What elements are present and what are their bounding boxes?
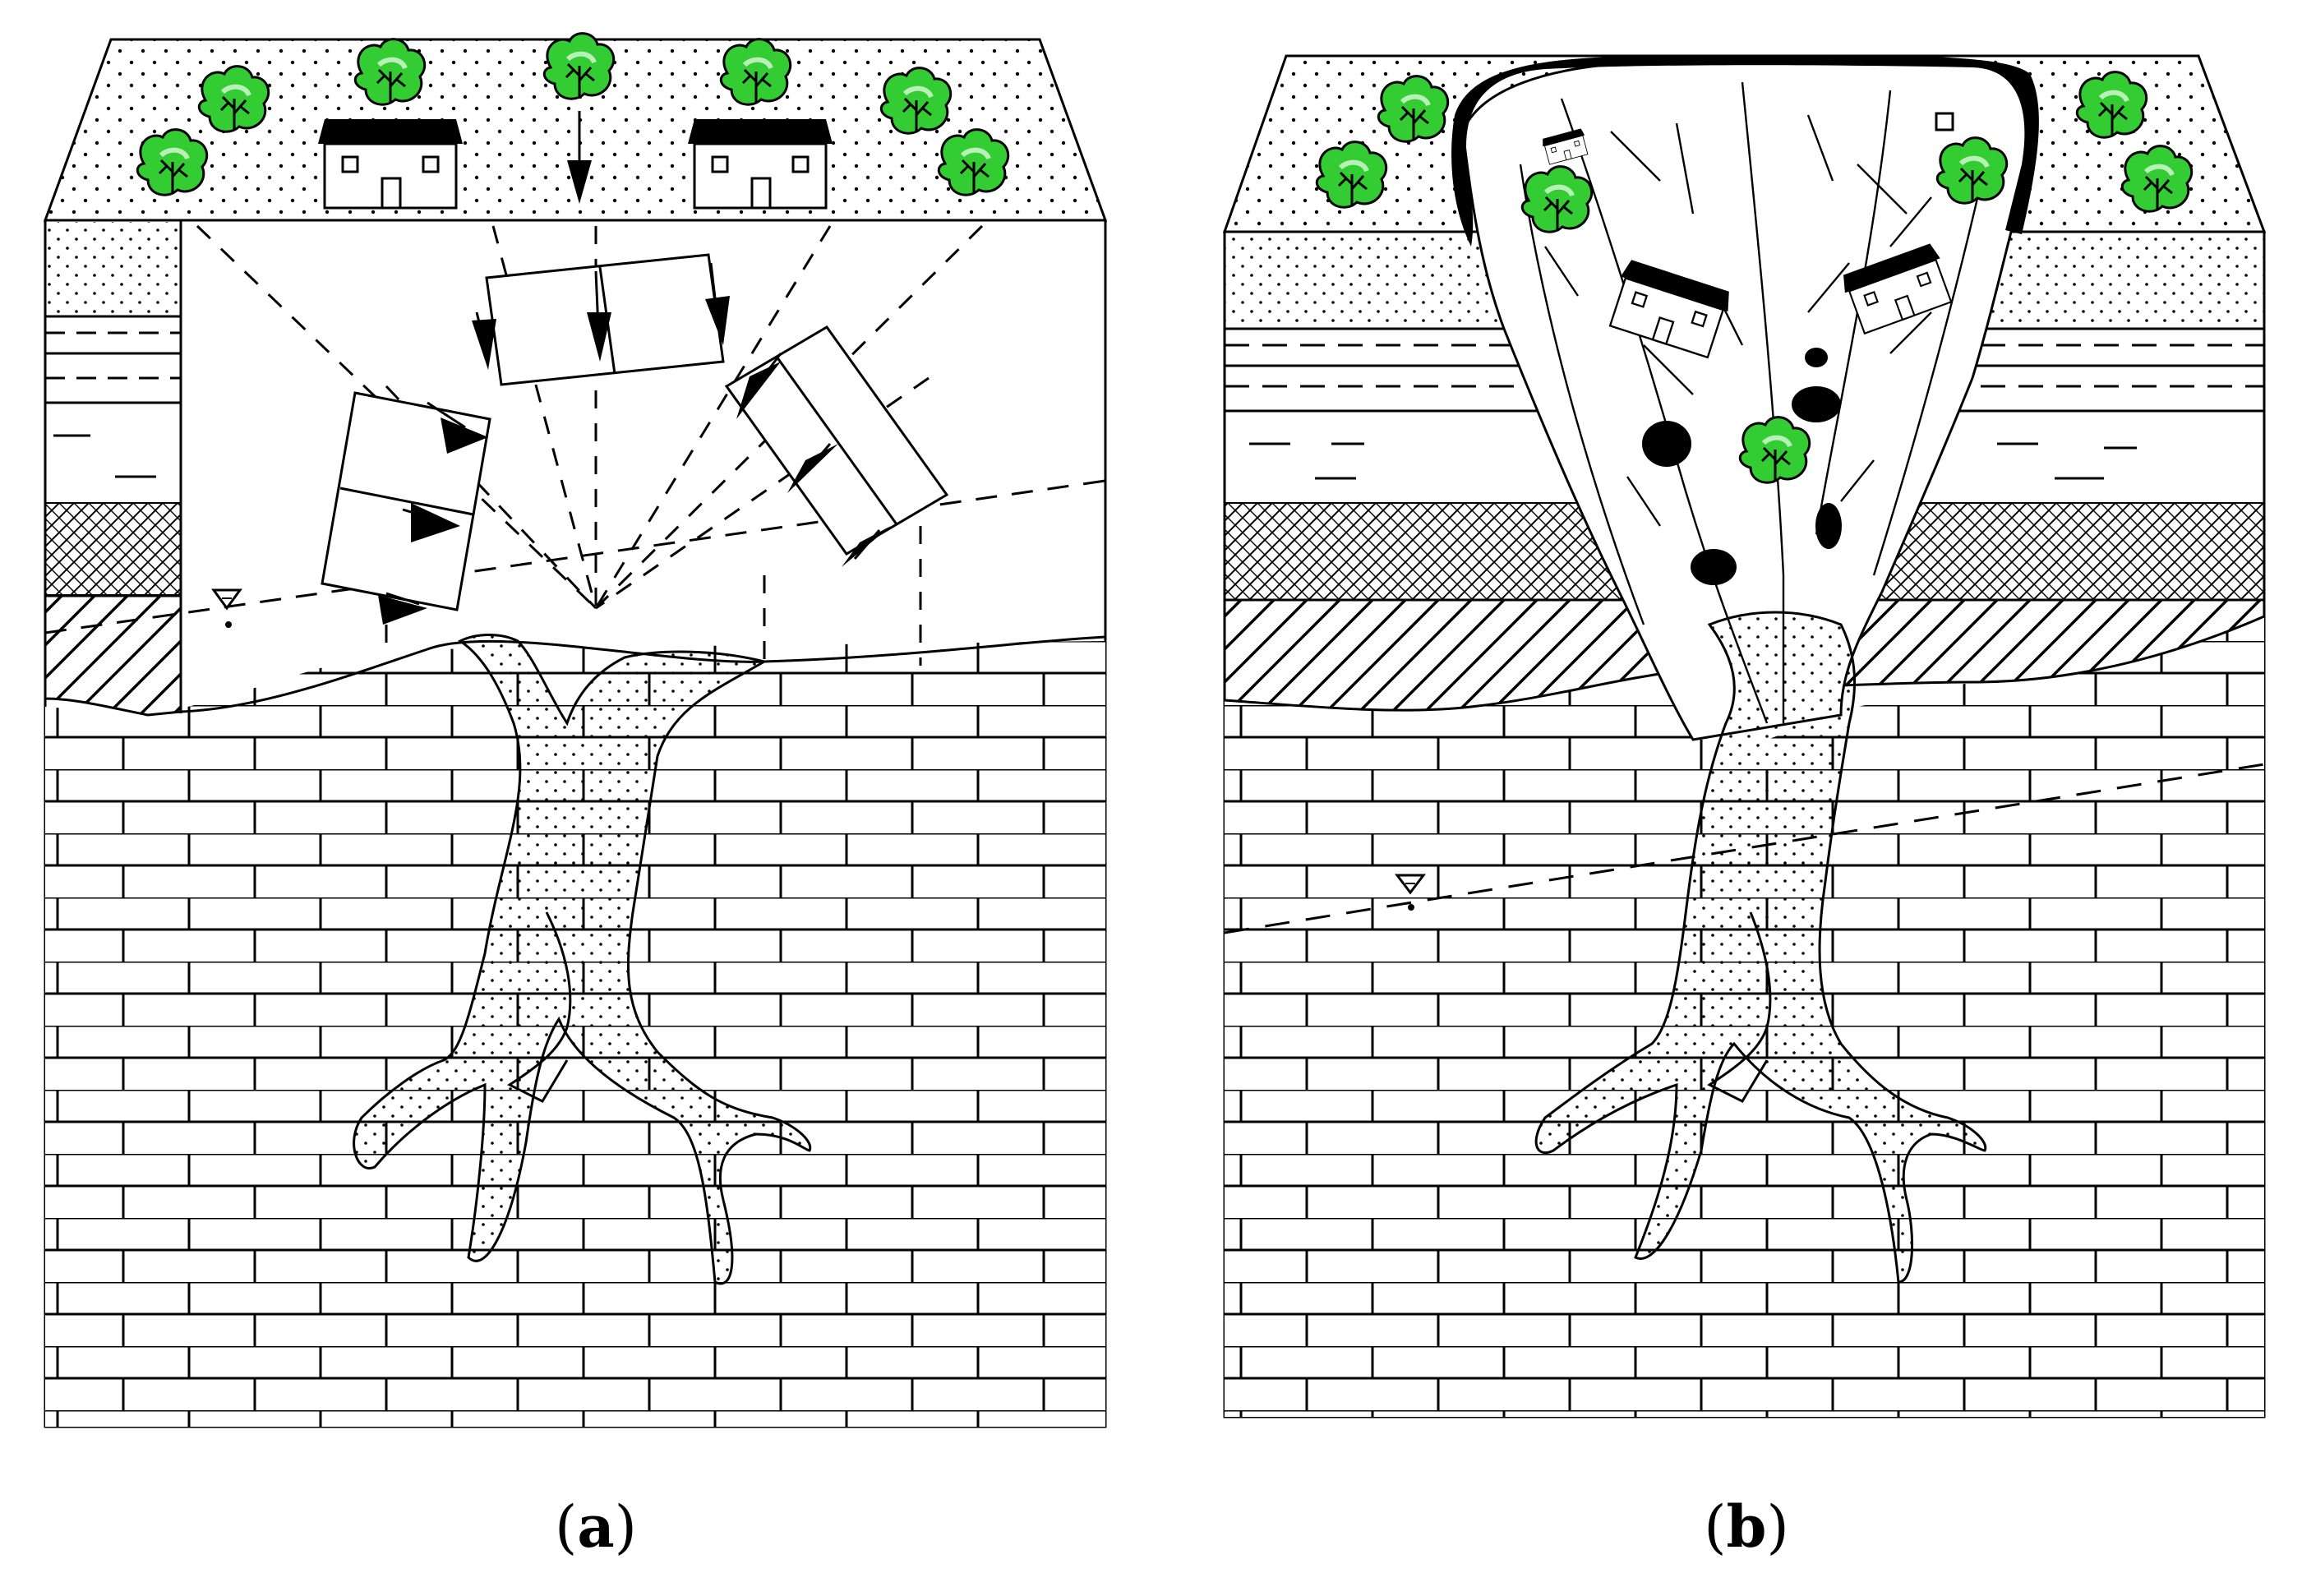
- water-table-icon: [1394, 874, 1427, 911]
- clay-lines-a: [45, 315, 181, 478]
- panel-a-label: a: [577, 1492, 615, 1561]
- silt-layer-a: [44, 502, 182, 596]
- water-table-b: [1224, 763, 2265, 934]
- panel-a-caption: (a): [555, 1492, 637, 1561]
- stress-arrow-icon: [567, 111, 592, 204]
- stress-block-top-a: [472, 253, 730, 386]
- karst-conduit-a: [353, 634, 812, 1285]
- cavity-outline-a: [180, 635, 1106, 713]
- sinkhole-rim-b: [1451, 54, 2039, 247]
- panel-a: [43, 34, 1108, 1428]
- house-icon: [316, 118, 464, 210]
- clay-wedge-a: [44, 594, 182, 717]
- panel-b: [1222, 54, 2267, 1418]
- boulder-icon: [1642, 348, 1842, 585]
- panel-b-label: b: [1726, 1492, 1767, 1561]
- panel-b-caption: (b): [1704, 1492, 1789, 1561]
- stress-block-left-a: [321, 391, 491, 625]
- stress-block-right-a: [724, 325, 949, 567]
- sand-layer-a: [45, 222, 181, 316]
- karst-conduit-b: [1534, 611, 1987, 1284]
- house-icon: [686, 118, 834, 210]
- water-table-icon: [211, 588, 242, 628]
